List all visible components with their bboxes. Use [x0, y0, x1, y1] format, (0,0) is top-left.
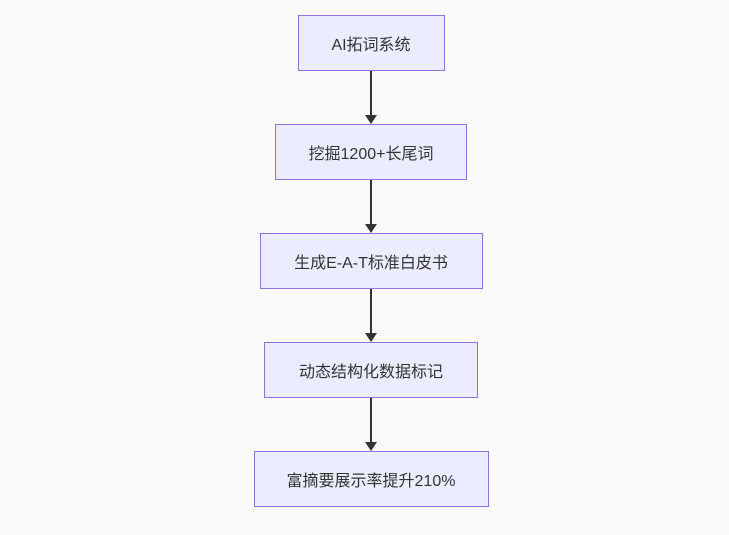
flow-node-longtail-keywords: 挖掘1200+长尾词	[275, 124, 467, 180]
flow-arrow-3	[364, 289, 378, 342]
arrowhead-icon	[365, 224, 377, 233]
arrow-line	[370, 180, 372, 225]
arrow-line	[370, 289, 372, 334]
arrowhead-icon	[365, 442, 377, 451]
flow-node-eat-whitepaper: 生成E-A-T标准白皮书	[259, 233, 483, 289]
arrow-line	[370, 398, 372, 443]
flow-node-rich-snippet-rate: 富摘要展示率提升210%	[253, 451, 489, 507]
flow-node-ai-word-expansion-system: AI拓词系统	[297, 15, 445, 71]
flow-arrow-2	[364, 180, 378, 233]
flow-arrow-1	[364, 71, 378, 124]
flow-node-structured-data-markup: 动态结构化数据标记	[264, 342, 478, 398]
arrowhead-icon	[365, 333, 377, 342]
flow-arrow-4	[364, 398, 378, 451]
arrow-line	[370, 71, 372, 116]
arrowhead-icon	[365, 115, 377, 124]
